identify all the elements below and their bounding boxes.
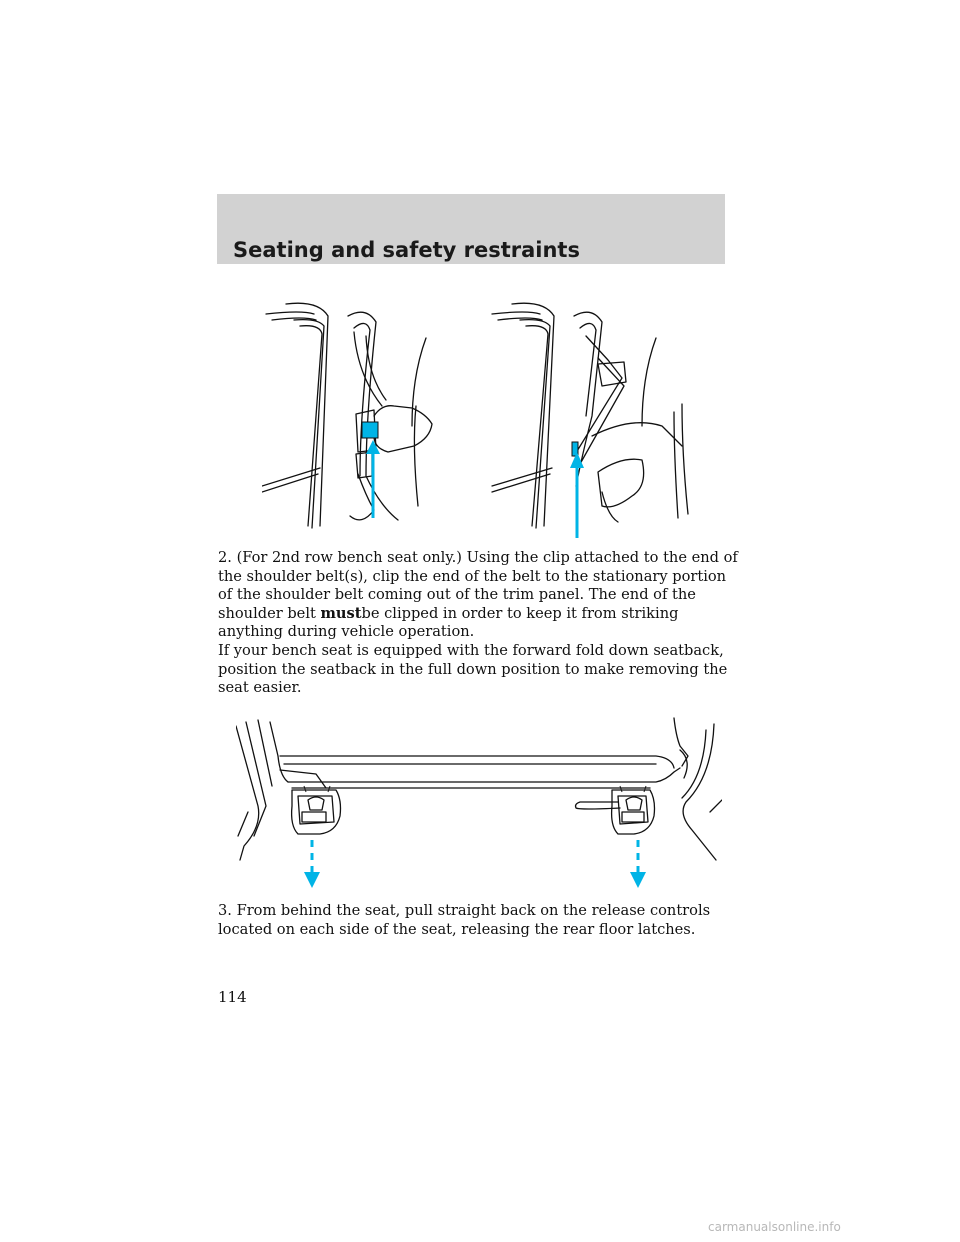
section-header-bar: Seating and safety restraints [217, 194, 725, 264]
seat-base-drawing [236, 717, 722, 861]
step-2-paragraph: 2. (For 2nd row bench seat only.) Using … [218, 549, 738, 642]
belt-unclipped-panel [262, 302, 433, 529]
step-2-emphasis: must [320, 604, 362, 622]
seat-latch-illustration [236, 717, 722, 888]
step-2-text-before: 2. (For 2nd row bench seat only.) Using … [218, 549, 738, 622]
section-title: Seating and safety restraints [233, 238, 580, 262]
watermark: carmanualsonline.info [708, 1220, 841, 1234]
seatbelt-clip-illustration [262, 302, 689, 538]
step-3-paragraph: 3. From behind the seat, pull straight b… [218, 902, 711, 938]
belt-clipped-panel [491, 302, 689, 538]
page-number: 114 [218, 988, 247, 1006]
fold-down-note-paragraph: If your bench seat is equipped with the … [218, 642, 728, 697]
right-latch-drawing [574, 785, 656, 835]
left-latch-drawing [290, 785, 342, 835]
step-2-text-after: be clipped in order to keep it from stri… [218, 604, 679, 641]
